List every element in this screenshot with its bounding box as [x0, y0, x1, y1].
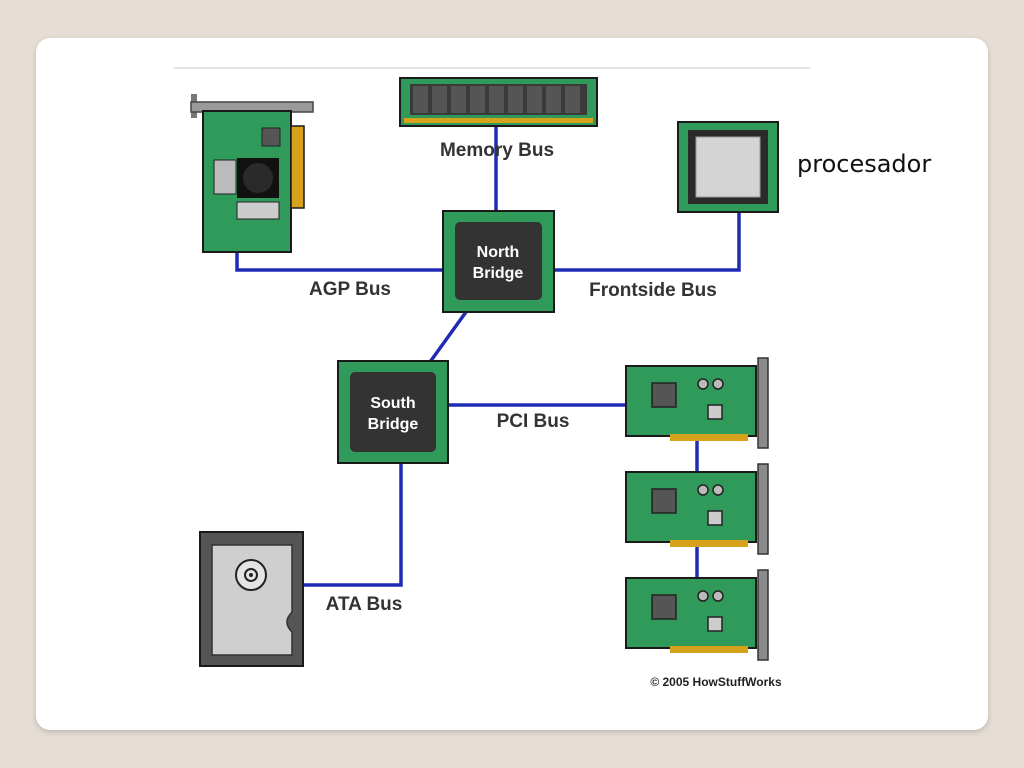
nb-sb-link-line [428, 310, 468, 364]
agp-bus-label: AGP Bus [309, 279, 391, 300]
frontside-bus-label: Frontside Bus [589, 280, 717, 301]
pci-card-icon [625, 569, 769, 661]
processor-note: procesador [797, 150, 932, 178]
south-bridge-chip: South Bridge [337, 360, 449, 464]
memory-module-icon [399, 77, 598, 127]
north-bridge-label-2: Bridge [473, 265, 524, 282]
bus-lines [235, 127, 741, 587]
south-bridge-label-2: Bridge [368, 416, 419, 433]
copyright-text: © 2005 HowStuffWorks [650, 675, 782, 689]
pci-card-icon [625, 357, 769, 449]
ata-bus-label: ATA Bus [326, 594, 403, 615]
pci-bus-label: PCI Bus [497, 411, 570, 432]
frontside-bus-line [553, 210, 741, 272]
memory-bus-label: Memory Bus [440, 140, 554, 161]
hard-drive-icon [199, 531, 304, 667]
north-bridge-chip: North Bridge [442, 210, 555, 313]
cpu-icon [677, 121, 779, 213]
agp-card-icon [190, 94, 314, 253]
pci-card-icon [625, 463, 769, 555]
agp-bus-line [235, 252, 444, 272]
ata-bus-line [302, 463, 403, 587]
south-bridge-label-1: South [370, 395, 415, 412]
north-bridge-label-1: North [477, 244, 520, 261]
slide [36, 38, 988, 730]
